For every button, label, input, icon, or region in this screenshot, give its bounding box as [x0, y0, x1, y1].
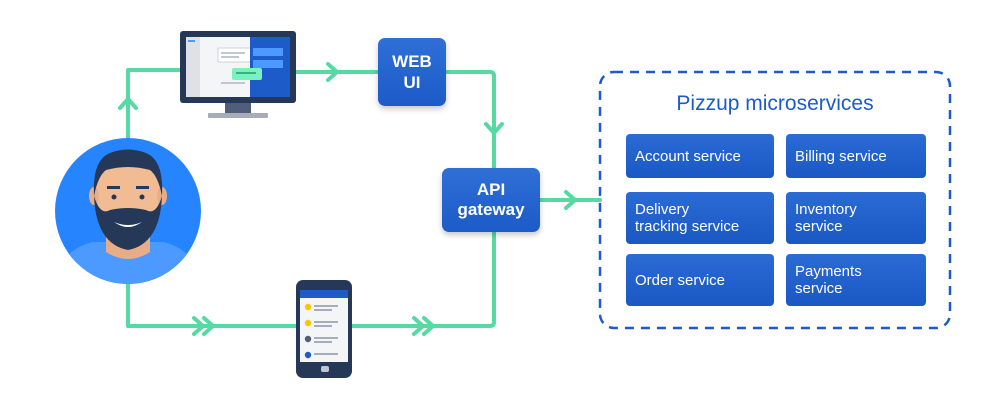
api-gateway-label: API gateway — [457, 180, 525, 219]
api-gateway-node: API gateway — [442, 168, 540, 232]
payments-service-label: Payments service — [795, 263, 862, 297]
arrowhead-double-1b — [202, 316, 215, 336]
arrowhead-right-services — [564, 190, 577, 210]
inventory-service-label: Inventory service — [795, 201, 857, 235]
web-ui-label: WEB UI — [392, 52, 432, 92]
account-service-label: Account service — [635, 147, 741, 165]
delivery-tracking-service-box: Delivery tracking service — [626, 192, 774, 244]
arrowhead-right-monitor — [326, 62, 339, 82]
microservices-container — [598, 70, 952, 330]
arrowhead-double-2b — [422, 316, 435, 336]
arrowhead-down-gateway — [484, 122, 504, 135]
arrowhead-up — [118, 97, 138, 110]
order-service-box: Order service — [626, 254, 774, 306]
arrowhead-double-1a — [192, 316, 205, 336]
flow-line-user-to-mobile — [126, 280, 298, 328]
web-ui-node: WEB UI — [378, 38, 446, 106]
flow-line-webui-to-gateway — [444, 70, 496, 170]
flow-line-user-to-web — [126, 68, 182, 142]
mobile-phone-icon — [296, 280, 352, 378]
arrowhead-double-2a — [412, 316, 425, 336]
desktop-monitor-icon — [180, 31, 296, 118]
account-service-box: Account service — [626, 134, 774, 178]
user-avatar-icon — [55, 138, 201, 284]
microservices-title: Pizzup microservices — [676, 92, 874, 115]
billing-service-label: Billing service — [795, 147, 887, 165]
delivery-tracking-service-label: Delivery tracking service — [635, 201, 740, 235]
payments-service-box: Payments service — [786, 254, 926, 306]
flow-line-mobile-to-gateway — [350, 230, 496, 328]
arrowheads — [118, 62, 577, 336]
billing-service-box: Billing service — [786, 134, 926, 178]
order-service-label: Order service — [635, 271, 726, 289]
flow-lines — [126, 68, 602, 328]
inventory-service-box: Inventory service — [786, 192, 926, 244]
